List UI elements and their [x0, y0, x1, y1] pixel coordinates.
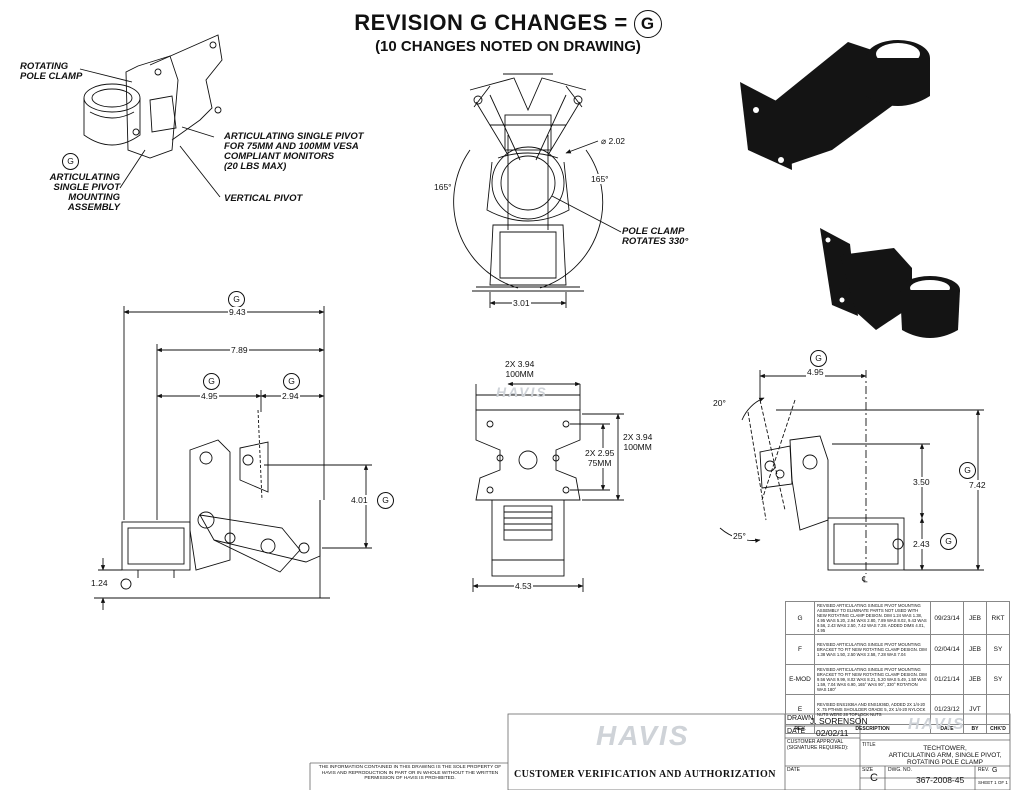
- drawn-label: DRAWN: [787, 715, 814, 722]
- centerline-mark: ℄: [861, 574, 869, 584]
- sheet-count: SHEET 1 OF 1: [978, 780, 1008, 785]
- right-view: [719, 370, 984, 584]
- rev-mark-right: G: [283, 373, 300, 390]
- dim-tilt-up: 20°: [712, 398, 727, 408]
- dim-right-width: 4.95: [806, 367, 825, 377]
- revision-header-cell: CHK'D: [986, 724, 1010, 734]
- havis-watermark-small: HAVIS: [908, 716, 966, 733]
- sheet-size: C: [870, 772, 878, 784]
- dim-clamp-width: 3.01: [512, 298, 531, 308]
- rev-mark-overall: G: [228, 291, 245, 308]
- rev-mark-right-width: G: [810, 350, 827, 367]
- revision-mark-circle: G: [633, 10, 662, 39]
- rev-cell: E-MOD: [785, 664, 815, 695]
- proprietary-notice: THE INFORMATION CONTAINED IN THIS DRAWIN…: [318, 765, 502, 781]
- label-pole-clamp-rotates: POLE CLAMP ROTATES 330°: [622, 226, 689, 247]
- dim-angle-left: 165°: [433, 182, 453, 192]
- dim-vesa-top: 2X 3.94 100MM: [504, 359, 536, 379]
- dim-angle-right: 165°: [590, 174, 610, 184]
- revision-header-cell: BY: [963, 724, 987, 734]
- rev-date-cell: 01/21/14: [930, 664, 964, 695]
- rev-mark-iso: G: [62, 153, 79, 170]
- drawing-number: 367-2008-45: [916, 775, 965, 785]
- customer-verification: CUSTOMER VERIFICATION AND AUTHORIZATION: [514, 769, 776, 780]
- drawing-title: TECHTOWER, ARTICULATING ARM, SINGLE PIVO…: [888, 745, 1002, 766]
- rev-by-cell: JEB: [963, 634, 987, 665]
- rev-description-cell: REVISED ENS1936A AND ENS1936D, ADDED 2X …: [814, 694, 931, 725]
- approval-label: CUSTOMER APPROVAL (SIGNATURE REQUIRED):: [787, 739, 849, 751]
- rev-cell: G: [785, 601, 815, 635]
- rev-chk-cell: SY: [986, 664, 1010, 695]
- rev-mark-h3: G: [940, 533, 957, 550]
- label-articulating-pivot: ARTICULATING SINGLE PIVOT FOR 75MM AND 1…: [224, 131, 364, 172]
- rev-description-cell: REVISED ARTICULATING SINGLE PIVOT MOUNTI…: [814, 664, 931, 695]
- dim-tilt-down: 25°: [732, 531, 747, 541]
- current-rev: G: [992, 767, 998, 774]
- drawn-by: J. SORENSON: [810, 716, 868, 726]
- dim-vesa-right: 2X 3.94 100MM: [622, 432, 654, 452]
- rev-label: REV.: [978, 767, 990, 773]
- rev-by-cell: JEB: [963, 601, 987, 635]
- rev-mark-height: G: [377, 492, 394, 509]
- label-vertical-pivot: VERTICAL PIVOT: [224, 193, 303, 204]
- front-view: [472, 381, 624, 592]
- rev-chk-cell: [986, 694, 1010, 725]
- product-photos: [740, 40, 960, 338]
- title-label: TITLE: [862, 742, 876, 748]
- dim-overall: 9.43: [228, 307, 247, 317]
- date2-label: DATE: [787, 767, 800, 773]
- rev-chk-cell: RKT: [986, 601, 1010, 635]
- havis-watermark-front: HAVIS: [496, 384, 548, 400]
- rev-description-cell: REVISED ARTICULATING SINGLE PIVOT MOUNTI…: [814, 601, 931, 635]
- date-label: DATE: [787, 728, 806, 735]
- dim-h3: 2.43: [912, 539, 931, 549]
- isometric-view: [79, 34, 223, 198]
- dim-right: 2.94: [281, 391, 300, 401]
- dim-h1: 3.50: [912, 477, 931, 487]
- rev-by-cell: JEB: [963, 664, 987, 695]
- rev-mark-h2: G: [959, 462, 976, 479]
- dim-base: 1.24: [90, 578, 109, 588]
- label-mounting-assembly: ARTICULATING SINGLE PIVOT MOUNTING ASSEM…: [49, 172, 120, 213]
- dwg-no-label: DWG. NO.: [888, 767, 912, 773]
- dim-diameter: ⌀ 2.02: [600, 136, 627, 146]
- rev-date-cell: 09/23/14: [930, 601, 964, 635]
- havis-watermark-titleblock: HAVIS: [596, 720, 690, 751]
- size-label: SIZE: [862, 767, 874, 773]
- revision-title: REVISION G CHANGES =G: [0, 10, 1016, 39]
- drawn-date: 02/02/11: [816, 728, 849, 738]
- rev-chk-cell: SY: [986, 634, 1010, 665]
- dim-reach: 7.89: [230, 345, 249, 355]
- revision-subtitle: (10 CHANGES NOTED ON DRAWING): [375, 38, 641, 55]
- rev-by-cell: JVT: [963, 694, 987, 725]
- dim-h2: 7.42: [968, 480, 987, 490]
- rev-cell: F: [785, 634, 815, 665]
- top-view: [453, 73, 622, 308]
- dim-vesa-small: 2X 2.95 75MM: [584, 448, 616, 468]
- side-view: [94, 306, 372, 610]
- dim-front-width: 4.53: [514, 581, 533, 591]
- dim-height: 4.01: [350, 495, 369, 505]
- revision-title-text: REVISION G CHANGES =: [354, 10, 628, 35]
- rev-mark-left: G: [203, 373, 220, 390]
- dim-left: 4.95: [200, 391, 219, 401]
- label-rotating-pole-clamp: ROTATING POLE CLAMP: [20, 61, 83, 82]
- rev-description-cell: REVISED ARTICULATING SINGLE PIVOT MOUNTI…: [814, 634, 931, 665]
- rev-date-cell: 02/04/14: [930, 634, 964, 665]
